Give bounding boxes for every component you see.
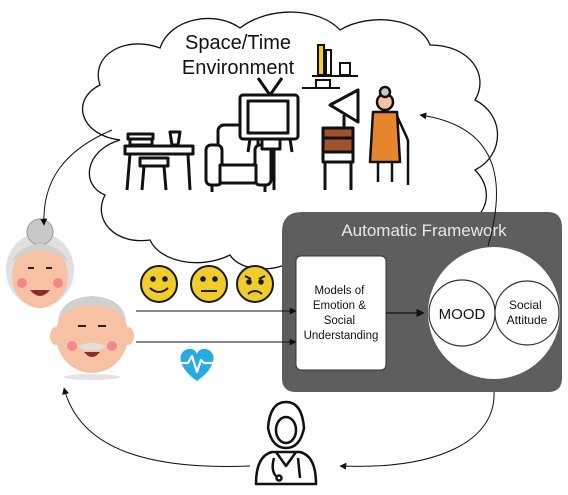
doctor-to-elderly-arrow <box>62 387 251 467</box>
mood-label: MOOD <box>439 306 486 323</box>
cloud-title-line2: Environment <box>182 57 295 79</box>
models-text: Models of Emotion & Social Understanding <box>304 285 379 342</box>
doctor-icon <box>254 400 318 486</box>
social-attitude-circle <box>494 280 560 346</box>
desk-icon <box>123 130 195 191</box>
heart-rate-icon <box>180 348 214 381</box>
elderly-woman-icon <box>368 85 410 185</box>
grandfather-icon <box>50 296 134 380</box>
smiley-happy-icon <box>140 265 178 303</box>
cloud-to-elderly-arrow <box>40 129 113 226</box>
smiley-frown-icon <box>236 265 274 303</box>
tv-icon <box>238 77 300 190</box>
framework-title: Automatic Framework <box>341 221 507 240</box>
framework-to-cloud-arrow <box>419 112 497 247</box>
grandmother-icon <box>6 218 74 308</box>
social-attitude-label: Social Attitude <box>507 298 548 327</box>
bookshelf-icon <box>302 44 358 89</box>
framework-to-doctor-arrow <box>339 391 495 470</box>
models-box <box>295 255 387 371</box>
cloud-title-line1: Space/Time <box>185 32 291 54</box>
smiley-neutral-icon <box>190 265 228 303</box>
gramophone-icon <box>321 88 360 190</box>
